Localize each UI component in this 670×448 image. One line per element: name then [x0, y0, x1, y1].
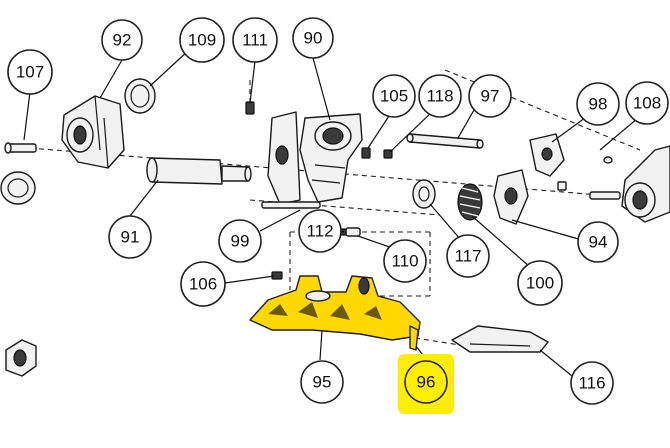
callout-106[interactable]: 106 — [180, 261, 226, 307]
svg-text:95: 95 — [313, 373, 332, 392]
callout-96[interactable]: 96 — [398, 354, 454, 414]
side-lever-94-part — [493, 169, 529, 225]
callout-105[interactable]: 105 — [372, 74, 416, 118]
callout-110[interactable]: 110 — [383, 239, 427, 283]
svg-text:112: 112 — [306, 222, 333, 241]
frame-link-axis — [414, 337, 461, 346]
left-hub-part — [61, 95, 125, 169]
svg-text:111: 111 — [242, 31, 268, 50]
callout-118[interactable]: 118 — [418, 74, 462, 118]
bracket-98-part — [529, 133, 565, 177]
callout-111[interactable]: 111 — [232, 17, 278, 63]
callout-90[interactable]: 90 — [292, 17, 334, 59]
callout-116[interactable]: 116 — [570, 361, 614, 405]
plate-116-part — [451, 325, 549, 353]
svg-text:109: 109 — [188, 31, 216, 50]
svg-text:105: 105 — [380, 87, 408, 106]
svg-text:108: 108 — [633, 94, 661, 113]
parts — [0, 78, 670, 377]
pin-99-part — [261, 201, 321, 209]
svg-text:90: 90 — [304, 29, 323, 48]
svg-text:97: 97 — [481, 87, 500, 106]
svg-text:106: 106 — [189, 275, 217, 294]
callouts: 92 109 111 90 107 105 118 97 — [7, 17, 669, 414]
svg-text:107: 107 — [16, 63, 44, 82]
right-hub-part — [589, 145, 670, 223]
callout-98[interactable]: 98 — [576, 82, 620, 126]
pin-107-part — [4, 142, 37, 154]
small-screws-part — [361, 147, 393, 159]
screw-111-part — [245, 101, 255, 115]
callout-107[interactable]: 107 — [7, 49, 53, 95]
leader-lines — [23, 49, 639, 377]
set-screw-110-part — [337, 227, 361, 237]
center-frame-part — [267, 111, 363, 205]
svg-text:92: 92 — [113, 31, 132, 50]
assembly-thumbnail — [5, 339, 37, 377]
callout-94[interactable]: 94 — [577, 221, 619, 263]
svg-text:91: 91 — [121, 228, 140, 247]
foot-frame-95-part — [249, 275, 421, 341]
svg-text:100: 100 — [526, 274, 554, 293]
callout-97[interactable]: 97 — [468, 74, 512, 118]
callout-112[interactable]: 112 — [298, 209, 342, 253]
svg-text:118: 118 — [426, 87, 453, 106]
callout-92[interactable]: 92 — [101, 19, 143, 61]
callout-100[interactable]: 100 — [517, 260, 563, 306]
svg-text:117: 117 — [454, 247, 481, 266]
axle-part — [146, 157, 252, 185]
spring-100-part — [457, 183, 483, 221]
svg-text:110: 110 — [391, 252, 418, 271]
svg-text:94: 94 — [589, 233, 608, 252]
svg-text:99: 99 — [231, 232, 250, 251]
spacer-117-part — [412, 179, 436, 209]
pin-96-part — [409, 325, 419, 351]
screw-106-part — [271, 271, 283, 280]
callout-99[interactable]: 99 — [218, 219, 262, 263]
callout-109[interactable]: 109 — [179, 17, 225, 63]
callout-95[interactable]: 95 — [300, 360, 344, 404]
rod-97-part — [406, 133, 484, 149]
bushing-ring-part — [124, 78, 156, 114]
upper-right-axis — [444, 69, 641, 151]
svg-text:116: 116 — [578, 374, 605, 393]
svg-text:98: 98 — [589, 95, 608, 114]
small-parts-108 — [557, 156, 613, 191]
svg-text:96: 96 — [417, 373, 436, 392]
callout-91[interactable]: 91 — [108, 215, 152, 259]
callout-108[interactable]: 108 — [625, 81, 669, 125]
callout-117[interactable]: 117 — [446, 234, 490, 278]
left-bushing-part — [0, 171, 36, 205]
